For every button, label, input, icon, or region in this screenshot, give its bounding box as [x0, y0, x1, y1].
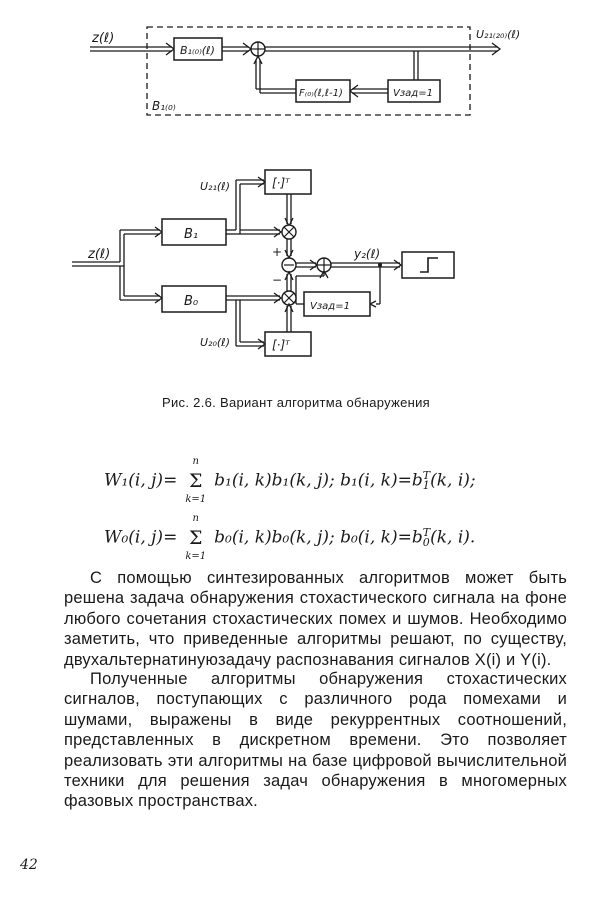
block-delay [303, 291, 371, 317]
formula-w1: W₁(i, j)= n Σ k=1 b₁(i, k)b₁(k, j); b₁(i… [104, 456, 476, 505]
body-paragraph-2: Полученные алгоритмы обнаружения стохаст… [64, 670, 567, 811]
group-dashed-box [146, 26, 471, 116]
block-transpose-bottom [264, 331, 312, 357]
block-delay-label: Vзад=1 [310, 301, 350, 312]
block-delay-label: Vзад=1 [393, 88, 433, 99]
block-delay [387, 79, 441, 103]
block-f-label: F₍₀₎(ℓ,ℓ-1) [299, 88, 343, 99]
step-icon [420, 257, 438, 273]
block-transpose-top [264, 169, 312, 195]
formula-w1-rhs: b₁(i, k)b₁(k, j); b₁(i, k)=b [214, 470, 423, 491]
input-label: z(ℓ) [91, 31, 114, 46]
formula-w0-lhs: W₀(i, j)= [104, 527, 178, 548]
block-diagram-top: z(ℓ) B₁₍₀₎(ℓ) U₂₁₍₂₀₎(ℓ) Vзад=1 F₍₀₎(ℓ,ℓ… [90, 26, 520, 116]
formula-w0-rhs: b₀(i, k)b₀(k, j); b₀(i, k)=b [214, 527, 423, 548]
formula-w1-lhs: W₁(i, j)= [104, 470, 178, 491]
page-number: 42 [20, 857, 38, 873]
u21-label: U₂₁(ℓ) [200, 180, 230, 193]
block-b0-label: B₀ [184, 294, 199, 309]
formula-w0: W₀(i, j)= n Σ k=1 b₀(i, k)b₀(k, j); b₀(i… [104, 513, 476, 562]
u20-label: U₂₀(ℓ) [200, 336, 230, 349]
minus-sign: − [272, 273, 282, 287]
input-label: z(ℓ) [87, 247, 110, 262]
block-transpose-bottom-label: [·]ᵀ [272, 338, 291, 352]
group-label: B₁₍₀₎ [152, 99, 176, 113]
output-label: y₂(ℓ) [353, 247, 380, 261]
block-b [173, 37, 223, 61]
block-b-label: B₁₍₀₎(ℓ) [180, 44, 215, 57]
block-diagram-bottom: z(ℓ) B₁ B₀ U₂₁(ℓ) [·]ᵀ + − [72, 169, 455, 357]
body-paragraph-1: С помощью синтезированных алгоритмов мож… [64, 569, 567, 669]
sum-symbol: n Σ k=1 [185, 513, 207, 562]
plus-sign: + [272, 245, 282, 259]
block-b1-label: B₁ [184, 227, 198, 242]
block-b0 [161, 285, 227, 313]
block-f [295, 79, 351, 103]
block-b1 [161, 218, 227, 246]
sum-symbol: n Σ k=1 [185, 456, 207, 505]
output-label: U₂₁₍₂₀₎(ℓ) [476, 28, 520, 41]
block-transpose-top-label: [·]ᵀ [272, 176, 291, 190]
figure-caption: Рис. 2.6. Вариант алгоритма обнаружения [162, 395, 430, 410]
